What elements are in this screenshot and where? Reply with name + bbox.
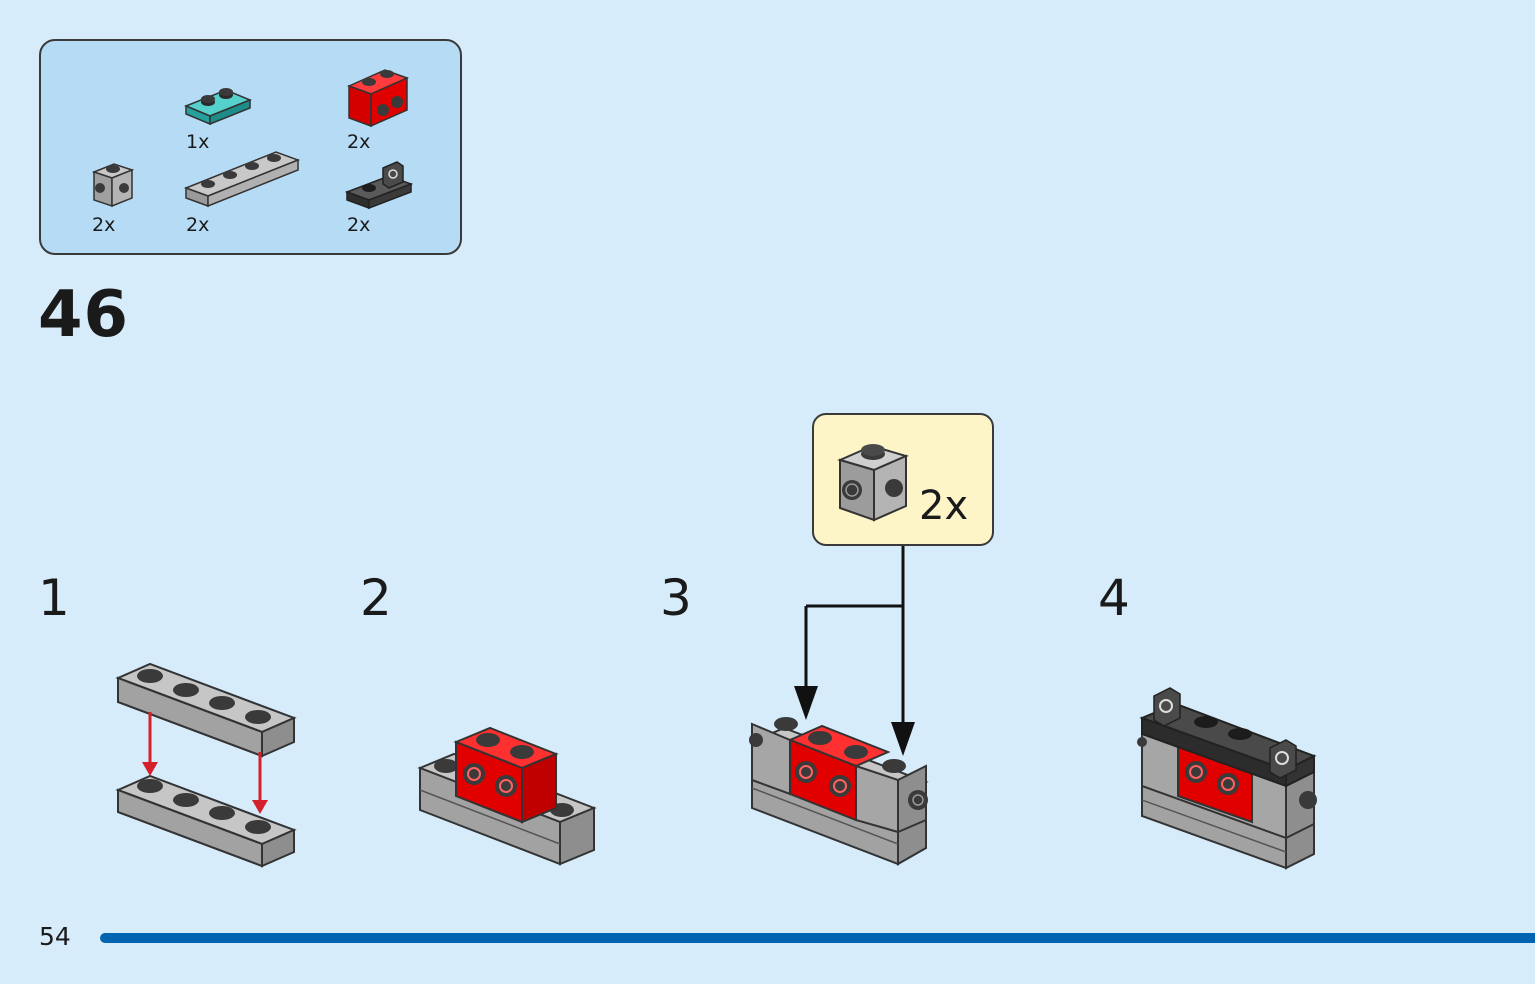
- substep-number-4: 4: [1098, 569, 1130, 627]
- gray-plate-icon: [183, 151, 301, 208]
- substep-1-illustration: [115, 662, 297, 868]
- page-progress-bar: [100, 933, 1535, 943]
- part-qty: 2x: [347, 214, 371, 236]
- substep-number-2: 2: [360, 569, 392, 627]
- part-qty: 2x: [186, 214, 210, 236]
- substep-2-illustration: [417, 726, 597, 866]
- step-number: 46: [38, 278, 130, 352]
- red-brick-icon: [346, 69, 410, 128]
- gray-brick-small-icon: [91, 163, 135, 208]
- part-qty: 2x: [347, 131, 371, 153]
- substep-3-illustration: [749, 546, 929, 866]
- callout-qty: 2x: [919, 483, 969, 529]
- callout-gray-brick-icon: [837, 444, 909, 522]
- part-qty: 2x: [92, 214, 116, 236]
- black-clip-plate-icon: [344, 161, 414, 210]
- page-number: 54: [39, 922, 71, 951]
- part-qty: 1x: [186, 131, 210, 153]
- substep-4-illustration: [1137, 687, 1317, 870]
- substep-number-1: 1: [38, 569, 70, 627]
- teal-plate-icon: [184, 88, 252, 126]
- substep-number-3: 3: [660, 569, 692, 627]
